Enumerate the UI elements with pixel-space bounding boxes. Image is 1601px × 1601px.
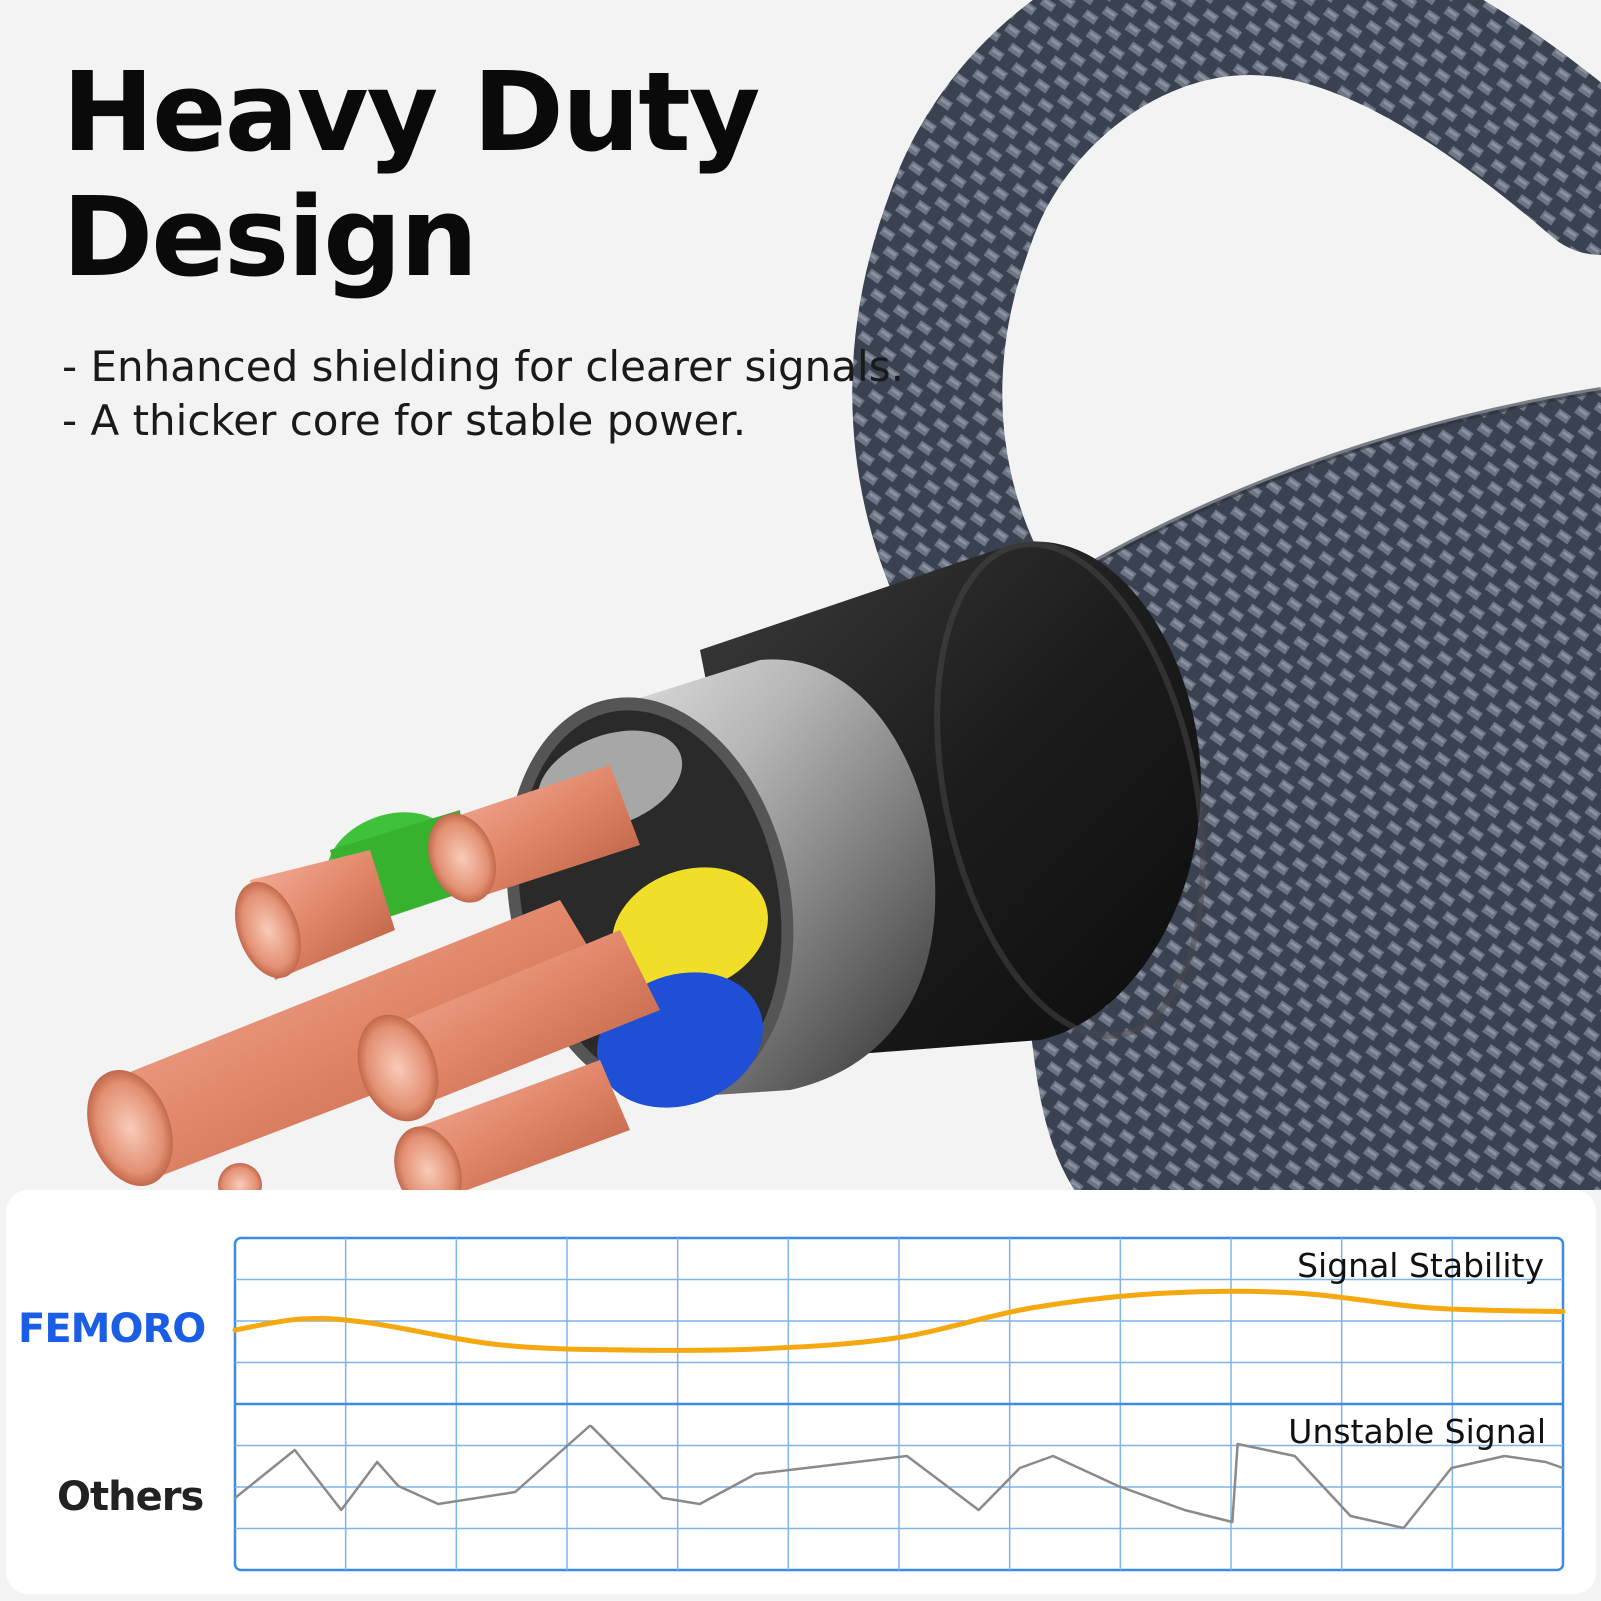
signal-stability-line <box>232 1288 1566 1353</box>
signal-stability-label: Signal Stability <box>1297 1246 1544 1285</box>
feature-item: - A thicker core for stable power. <box>62 396 747 445</box>
unstable-signal-line <box>233 1424 1565 1530</box>
copper-strands <box>87 765 660 1214</box>
headline-line-1: Heavy Duty <box>62 48 761 176</box>
chart-panel <box>6 1190 1596 1594</box>
feature-list: - Enhanced shielding for clearer signals… <box>62 340 904 448</box>
feature-item: - Enhanced shielding for clearer signals… <box>62 342 904 391</box>
headline-line-2: Design <box>62 173 478 301</box>
unstable-signal-label: Unstable Signal <box>1288 1412 1546 1451</box>
cable-main <box>1000 390 1601 1190</box>
headline: Heavy Duty Design <box>62 48 761 301</box>
others-row-label: Others <box>57 1474 204 1520</box>
femoro-row-label: FEMORO <box>18 1306 206 1352</box>
